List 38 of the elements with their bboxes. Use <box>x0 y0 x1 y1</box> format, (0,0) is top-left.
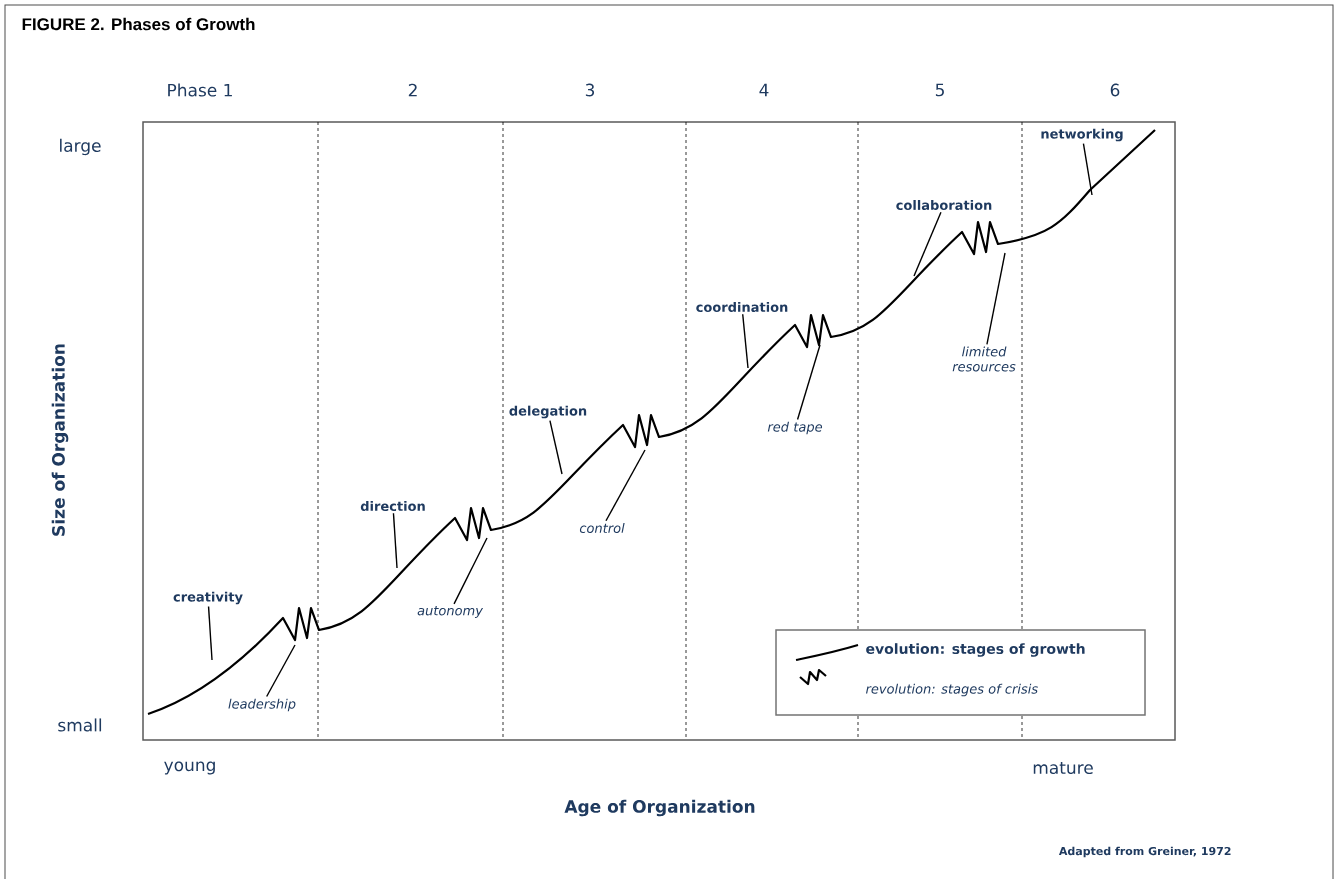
crisis-label: autonomy <box>417 606 484 618</box>
crisis-label: limited resources <box>952 346 1016 372</box>
axis-end-label: mature <box>1033 761 1093 775</box>
axis-end-label: small <box>58 718 102 732</box>
crisis-label: red tape <box>767 421 823 435</box>
leader-line <box>796 344 821 421</box>
leader-line <box>265 644 296 698</box>
phase-number: 4 <box>759 83 769 97</box>
leader-line <box>742 313 749 369</box>
stage-label: delegation <box>509 405 587 419</box>
stage-label: networking <box>1041 128 1123 142</box>
phase-number: 5 <box>935 83 944 97</box>
leader-line <box>1082 142 1093 196</box>
phase-number: 3 <box>585 83 595 97</box>
leader-line <box>549 419 563 475</box>
leader-line <box>605 449 646 522</box>
axis-end-label: large <box>60 138 101 156</box>
leader-line <box>392 512 398 569</box>
crisis-label: control <box>579 522 625 534</box>
leader-line <box>986 252 1006 345</box>
leader-line <box>453 537 488 605</box>
stage-label: collaboration <box>896 199 992 211</box>
source-note: Adapted from Greiner, 1972 <box>1058 846 1231 858</box>
leader-line <box>913 211 942 277</box>
leader-line <box>207 605 213 661</box>
stage-label: creativity <box>173 591 243 605</box>
legend-text: revolution: stages of crisis <box>866 683 1038 697</box>
crisis-label: leadership <box>228 698 296 712</box>
figure-title: FIGURE 2. Phases of Growth <box>22 17 255 31</box>
legend-text: evolution: stages of growth <box>866 643 1085 657</box>
phase-number: 2 <box>408 83 417 97</box>
axis-title: Age of Organization <box>564 799 755 817</box>
stage-label: coordination <box>696 301 788 313</box>
phase-number: Phase 1 <box>168 83 232 97</box>
stage-label: direction <box>360 500 425 512</box>
phase-number: 6 <box>1110 83 1120 97</box>
axis-title: Size of Organization <box>51 344 69 536</box>
axis-end-label: young <box>164 761 215 775</box>
